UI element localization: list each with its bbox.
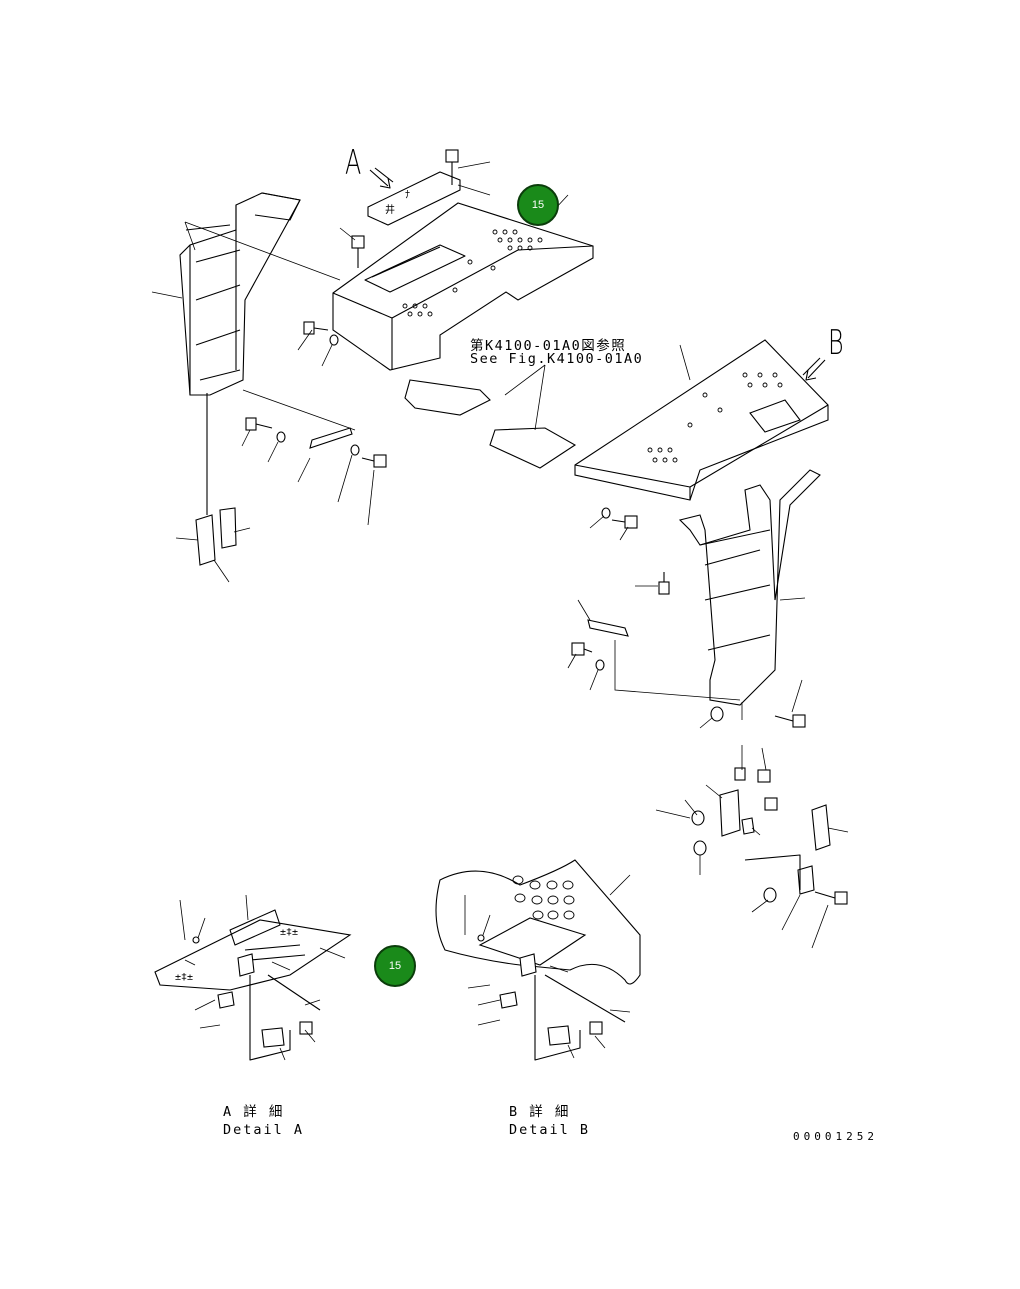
callout-badge-15[interactable]: 15 [517, 184, 559, 226]
left-ladder [179, 192, 301, 396]
foot-steps [404, 379, 577, 469]
fasteners [245, 149, 806, 728]
detail-a-title-jp: A 詳 細 [223, 1104, 285, 1120]
detail-b-title-en: Detail B [509, 1122, 591, 1138]
view-arrows [369, 167, 826, 381]
left-platform [332, 202, 594, 371]
reference-jp: 第K4100-01A0図参照 [470, 338, 627, 354]
svg-text:ﾅ: ﾅ [405, 189, 410, 201]
top-cover-plate: 井 ﾅ [367, 171, 461, 226]
svg-text:±‡±: ±‡± [175, 972, 193, 983]
leader-lines [151, 161, 849, 949]
svg-text:±‡±: ±‡± [280, 927, 298, 938]
right-platform [574, 339, 829, 501]
right-ladder [678, 469, 821, 706]
reference-en: See Fig.K4100-01A0 [470, 351, 644, 367]
view-label-b: B [828, 323, 844, 363]
detail-a-title-en: Detail A [223, 1122, 305, 1138]
drawing-code: 00001252 [793, 1130, 878, 1143]
view-label-a: A [345, 143, 362, 183]
svg-text:井: 井 [385, 203, 395, 216]
detail-a: ±‡± ±‡± [154, 894, 352, 1061]
detail-b [435, 859, 641, 1061]
detail-b-title-jp: B 詳 細 [509, 1104, 571, 1120]
callout-badge-15-detail[interactable]: 15 [374, 945, 416, 987]
latch-right [691, 767, 848, 905]
latch-left [195, 393, 237, 566]
